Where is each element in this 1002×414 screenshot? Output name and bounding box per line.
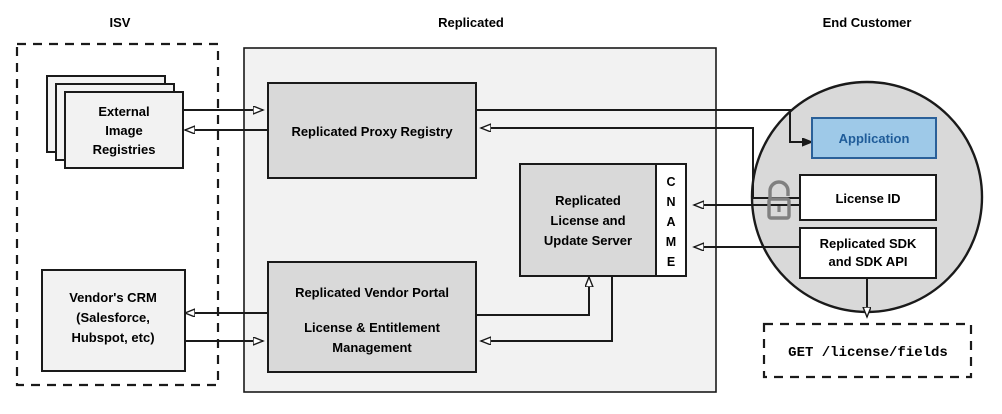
node-replicated-license-and-update-server[interactable]: Replicated License and Update Server <box>519 163 657 277</box>
cname-letter-e: E <box>667 255 675 269</box>
external-image-registries-label-line-3: Registries <box>93 142 156 157</box>
license-update-server-label-line-1: Replicated <box>555 193 621 208</box>
vendor-portal-label-line-3: Management <box>332 340 412 355</box>
group-title-end-customer: End Customer <box>823 15 912 30</box>
license-id-box <box>799 174 937 221</box>
replicated-sdk-label-line-2: and SDK API <box>829 254 908 269</box>
external-image-registries-label-line-1: External <box>98 104 149 119</box>
license-fields-endpoint-box <box>762 322 973 379</box>
external-image-registries-label-line-2: Image <box>105 123 143 138</box>
license-fields-endpoint-label: GET /license/fields <box>788 345 948 361</box>
node-external-image-registries[interactable]: External Image Registries <box>46 75 184 169</box>
license-update-server-label-line-3: Update Server <box>544 233 632 248</box>
vendors-crm-box <box>41 269 186 372</box>
group-title-replicated: Replicated <box>438 15 504 30</box>
node-cname-strip[interactable]: C N A M E <box>655 163 687 277</box>
replicated-proxy-registry-box <box>267 82 477 179</box>
group-title-isv: ISV <box>110 15 131 30</box>
replicated-proxy-registry-label: Replicated Proxy Registry <box>291 124 453 139</box>
stack-front-layer <box>64 91 184 169</box>
replicated-sdk-box <box>799 227 937 279</box>
replicated-sdk-label-line-1: Replicated SDK <box>820 236 917 251</box>
vendors-crm-label-line-1: Vendor's CRM <box>69 290 157 305</box>
vendor-portal-label-line-1: Replicated Vendor Portal <box>295 285 449 300</box>
vendors-crm-label-line-2: (Salesforce, <box>76 310 150 325</box>
edge-proxy-to-application <box>476 109 812 142</box>
cname-letter-a: A <box>666 215 675 229</box>
application-label: Application <box>839 131 910 146</box>
node-license-id[interactable]: License ID <box>799 174 937 221</box>
vendors-crm-label-line-3: Hubspot, etc) <box>71 330 154 345</box>
node-license-fields-endpoint[interactable]: GET /license/fields <box>762 322 973 379</box>
node-replicated-vendor-portal[interactable]: Replicated Vendor Portal License & Entit… <box>267 261 477 373</box>
node-application[interactable]: Application <box>811 117 937 159</box>
cname-strip-box <box>655 163 687 277</box>
node-vendors-crm[interactable]: Vendor's CRM (Salesforce, Hubspot, etc) <box>41 269 186 372</box>
node-replicated-sdk[interactable]: Replicated SDK and SDK API <box>799 227 937 279</box>
node-replicated-proxy-registry[interactable]: Replicated Proxy Registry <box>267 82 477 179</box>
edge-vendor-portal-to-license-server <box>476 277 589 316</box>
application-box <box>811 117 937 159</box>
cname-letter-m: M <box>666 235 676 249</box>
group-boundary-isv <box>15 42 220 387</box>
cname-letter-c: C <box>666 175 675 189</box>
vendor-portal-label-line-2: License & Entitlement <box>304 320 440 335</box>
open-padlock-icon <box>767 180 791 220</box>
edge-license-server-to-vendor-portal <box>481 272 613 341</box>
license-id-label: License ID <box>835 191 900 206</box>
cname-letter-n: N <box>666 195 675 209</box>
license-update-server-label-line-2: License and <box>550 213 625 228</box>
replicated-vendor-portal-box <box>267 261 477 373</box>
